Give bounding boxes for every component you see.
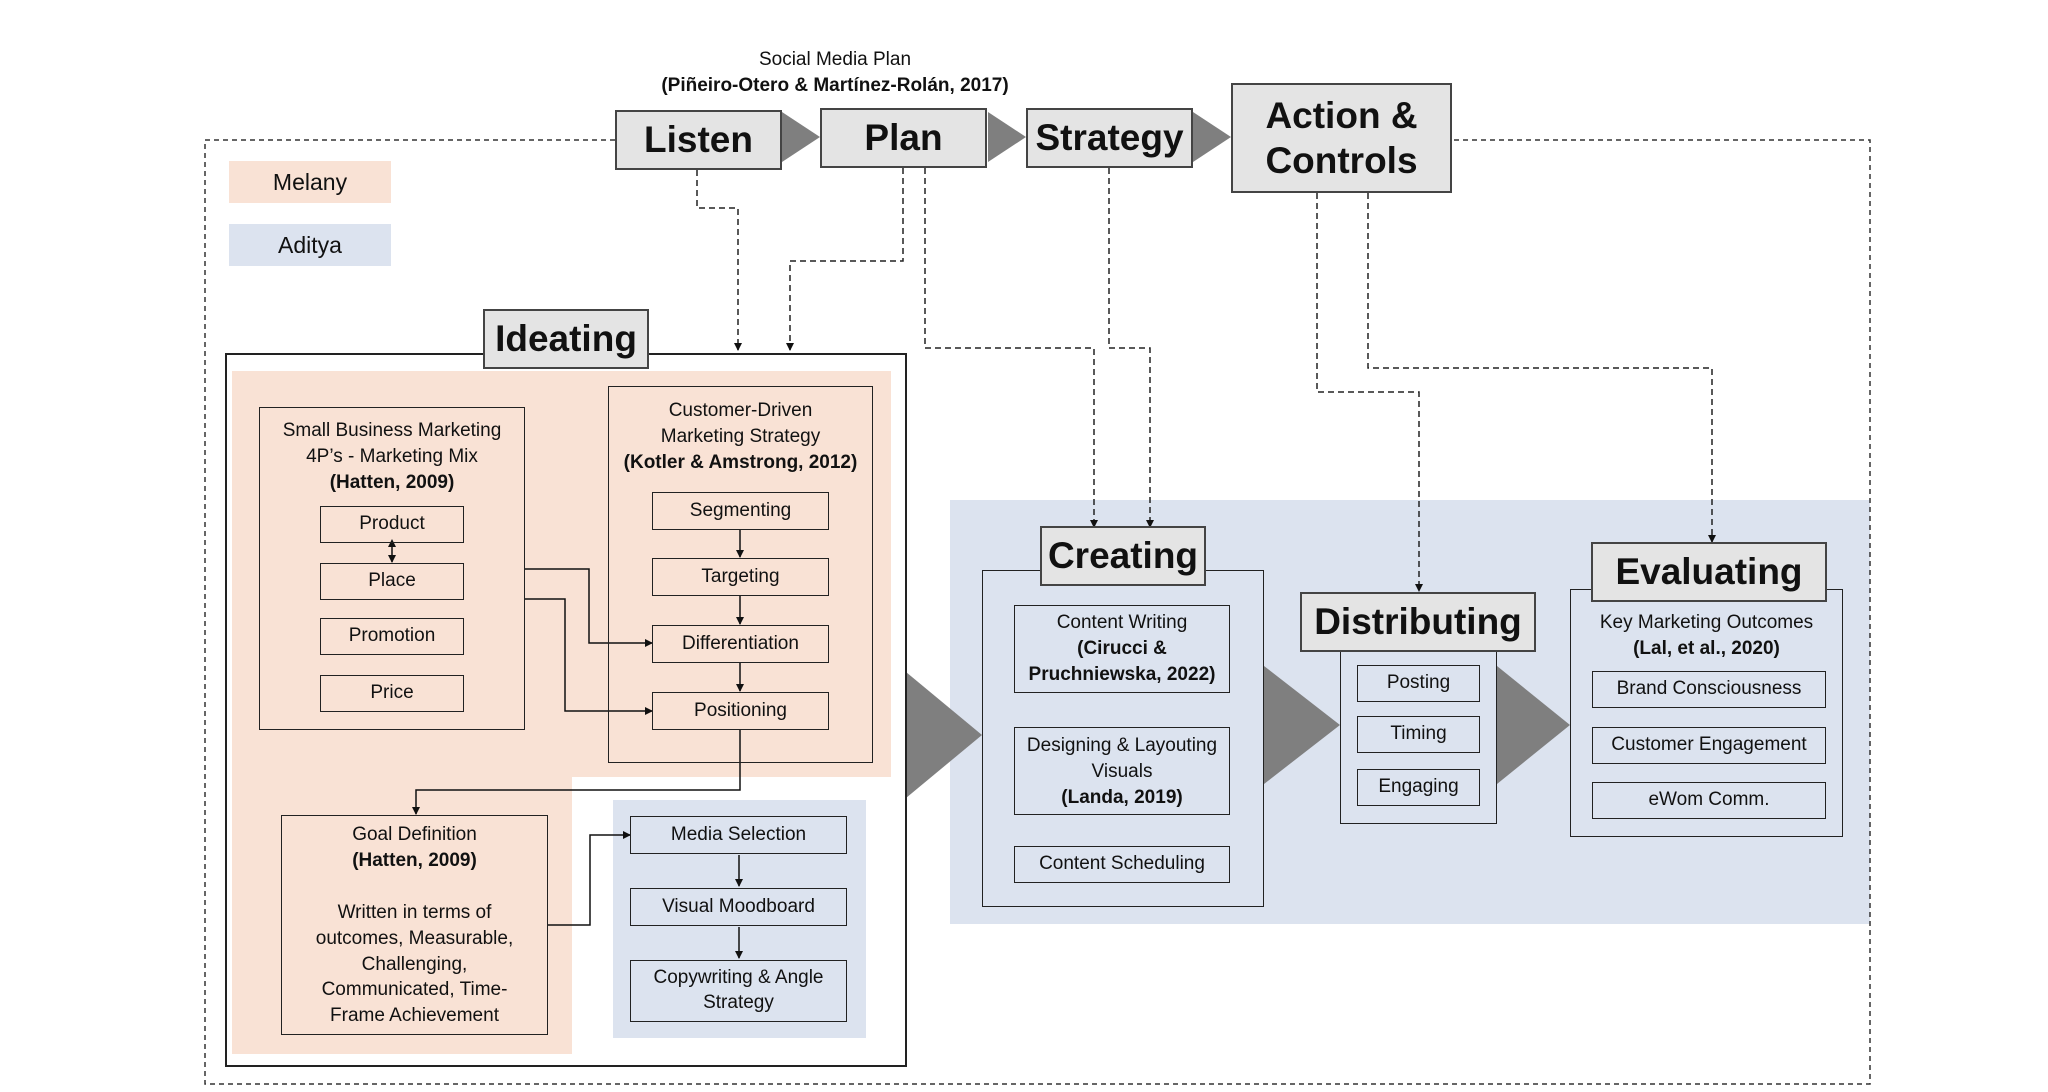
- customer-strategy-heading-2: Marketing Strategy: [660, 425, 821, 447]
- mix-item-place: Place: [320, 563, 464, 600]
- goal-heading: Goal Definition (Hatten, 2009): [283, 822, 546, 874]
- chevron-strategy-action: [1193, 112, 1231, 162]
- designing-text: Designing & Layouting Visuals (Landa, 20…: [1014, 733, 1230, 810]
- evaluating-citation: (Lal, et al., 2020): [1633, 637, 1780, 659]
- customer-strategy-panel: [608, 386, 873, 763]
- strategy-item-segmenting: Segmenting: [652, 492, 829, 530]
- dash-action-distributing: [1316, 193, 1423, 592]
- mix-item-promotion: Promotion: [320, 618, 464, 655]
- aditya-media-region: [613, 800, 866, 1038]
- designing-heading: Designing & Layouting Visuals: [1026, 735, 1218, 782]
- designing-panel: [1014, 727, 1230, 815]
- dash-action-evaluating: [1367, 193, 1716, 543]
- distributing-item-engaging: Engaging: [1357, 769, 1480, 806]
- goal-definition-panel: [281, 815, 548, 1035]
- chevron-plan-strategy: [988, 112, 1026, 162]
- outcome-ewom: eWom Comm.: [1592, 782, 1826, 819]
- dash-strategy-creating: [1108, 168, 1154, 528]
- media-item-selection: Media Selection: [630, 816, 847, 854]
- stage-action-controls: Action & Controls: [1231, 83, 1452, 193]
- media-item-copywriting: Copywriting & Angle Strategy: [630, 960, 847, 1022]
- chevron-creating-distributing: [1264, 666, 1340, 784]
- goal-citation: (Hatten, 2009): [352, 849, 477, 871]
- evaluating-heading: Key Marketing Outcomes (Lal, et al., 202…: [1570, 610, 1843, 662]
- marketing-mix-heading-2: 4P’s - Marketing Mix: [306, 445, 478, 467]
- stage-strategy: Strategy: [1026, 108, 1193, 168]
- customer-strategy-citation: (Kotler & Amstrong, 2012): [623, 451, 858, 473]
- outcome-customer-engagement: Customer Engagement: [1592, 727, 1826, 764]
- mix-item-price: Price: [320, 675, 464, 712]
- evaluating-heading-text: Key Marketing Outcomes: [1599, 612, 1814, 633]
- marketing-mix-citation: (Hatten, 2009): [329, 471, 455, 493]
- arrow-goal-media: [548, 831, 631, 926]
- legend-melany: Melany: [229, 161, 391, 203]
- chevron-listen-plan: [782, 112, 820, 162]
- customer-strategy-heading: Customer-Driven Marketing Strategy (Kotl…: [608, 398, 873, 475]
- plan-title: Social Media Plan: [758, 49, 912, 70]
- content-writing-heading: Content Writing: [1056, 612, 1188, 633]
- chevron-ideating-creating: [906, 672, 982, 798]
- strategy-item-differentiation: Differentiation: [652, 625, 829, 663]
- melany-region-bottom: [232, 776, 572, 1054]
- arrow-positioning-goal: [412, 730, 741, 815]
- dash-plan-ideating: [786, 168, 904, 351]
- marketing-mix-panel: [259, 407, 525, 730]
- distributing-item-posting: Posting: [1357, 665, 1480, 702]
- content-writing-citation: (Cirucci & Pruchniewska, 2022): [1028, 637, 1216, 685]
- creating-title: Creating: [1040, 526, 1206, 586]
- content-writing-panel: [1014, 605, 1230, 693]
- content-scheduling: Content Scheduling: [1014, 846, 1230, 883]
- strategy-item-positioning: Positioning: [652, 692, 829, 730]
- content-writing-text: Content Writing (Cirucci & Pruchniewska,…: [1014, 610, 1230, 687]
- dash-plan-creating: [924, 168, 1098, 528]
- goal-body: Written in terms of outcomes, Measurable…: [315, 902, 514, 1027]
- designing-citation: (Landa, 2019): [1061, 786, 1183, 808]
- plan-citation: (Piñeiro-Otero & Martínez-Rolán, 2017): [661, 75, 1009, 96]
- dash-listen-ideating: [696, 170, 742, 351]
- outcome-brand-consciousness: Brand Consciousness: [1592, 671, 1826, 708]
- mix-item-product: Product: [320, 506, 464, 543]
- evaluating-title: Evaluating: [1591, 542, 1827, 602]
- stage-plan: Plan: [820, 108, 987, 168]
- melany-region-top: [232, 371, 891, 777]
- goal-heading-text: Goal Definition: [352, 824, 477, 845]
- distributing-title: Distributing: [1300, 592, 1536, 652]
- customer-strategy-heading-1: Customer-Driven: [668, 400, 813, 421]
- media-item-moodboard: Visual Moodboard: [630, 888, 847, 926]
- marketing-mix-heading-1: Small Business Marketing: [282, 420, 502, 441]
- stage-listen: Listen: [615, 110, 782, 170]
- strategy-item-targeting: Targeting: [652, 558, 829, 596]
- marketing-mix-heading: Small Business Marketing 4P’s - Marketin…: [259, 418, 525, 495]
- chevron-distributing-evaluating: [1497, 666, 1570, 784]
- arrow-mix-differentiation: [525, 568, 653, 647]
- distributing-item-timing: Timing: [1357, 716, 1480, 753]
- ideating-title: Ideating: [483, 309, 649, 369]
- legend-aditya: Aditya: [229, 224, 391, 266]
- outer-frame: [204, 139, 1871, 1085]
